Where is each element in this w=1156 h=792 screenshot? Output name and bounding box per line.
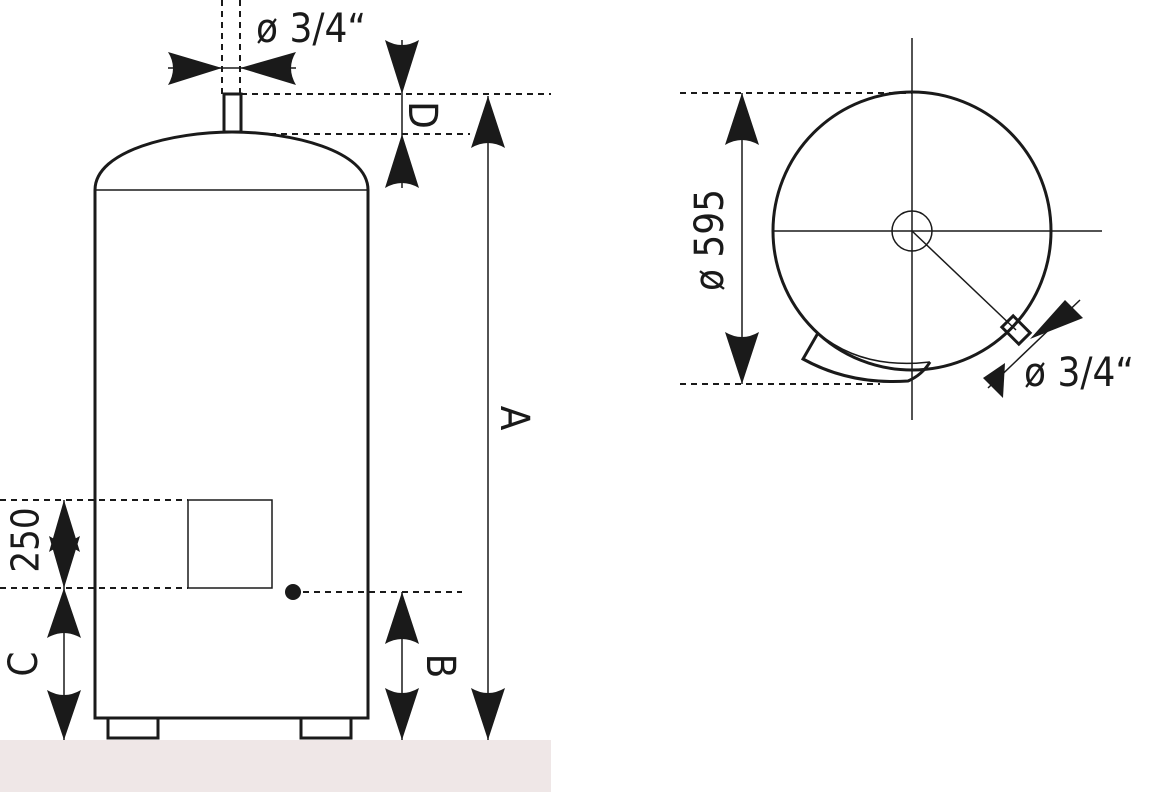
- dim-c-label: C: [1, 651, 47, 676]
- tank-body: [93, 130, 370, 720]
- top-view: ø 3/4“ ø 595: [680, 38, 1134, 420]
- pipe-width-arrow-right: [240, 52, 296, 85]
- center-boss: [891, 210, 933, 252]
- side-view: ø 3/4“ D A 250 C B: [0, 0, 551, 792]
- dim-c-arrow-top: [47, 588, 81, 638]
- connection-point: [285, 584, 301, 600]
- diameter-label: ø 595: [687, 189, 733, 291]
- top-pipe: [222, 92, 243, 134]
- diameter-arrow-bottom: [725, 332, 759, 384]
- d-arrow-top: [385, 40, 419, 94]
- outlet-fitting: [999, 313, 1033, 347]
- d-arrow-bottom: [385, 134, 419, 188]
- floor: [0, 740, 551, 792]
- a-arrow-top: [471, 96, 505, 148]
- dim-250-arrow-top: [49, 500, 80, 552]
- dim-b-arrow-bottom: [385, 688, 419, 740]
- outlet-diagonal-line: [911, 230, 1017, 331]
- dim-d-label: D: [399, 101, 445, 129]
- diameter-arrow-top: [725, 93, 759, 145]
- pipe-diameter-label: ø 3/4“: [256, 6, 366, 52]
- tank-foot-right: [299, 716, 353, 740]
- dim-b-arrow-top: [385, 592, 419, 644]
- pipe-width-arrow-left: [168, 52, 222, 85]
- dim-250-label: 250: [4, 507, 48, 572]
- dim-c-arrow-bottom: [47, 690, 81, 740]
- panel-bulge-inner: [817, 332, 931, 365]
- outlet-diameter-label: ø 3/4“: [1024, 350, 1134, 396]
- a-arrow-bottom: [471, 688, 505, 740]
- dim-250-arrow-bottom: [49, 536, 80, 588]
- outlet-arrow-upper: [1030, 300, 1083, 339]
- panel-bulge: [800, 332, 932, 383]
- tank-foot-left: [106, 716, 160, 740]
- dim-b-label: B: [417, 654, 463, 679]
- outlet-arrow-lower: [983, 363, 1005, 398]
- dim-a-label: A: [491, 406, 537, 431]
- access-panel: [187, 499, 273, 589]
